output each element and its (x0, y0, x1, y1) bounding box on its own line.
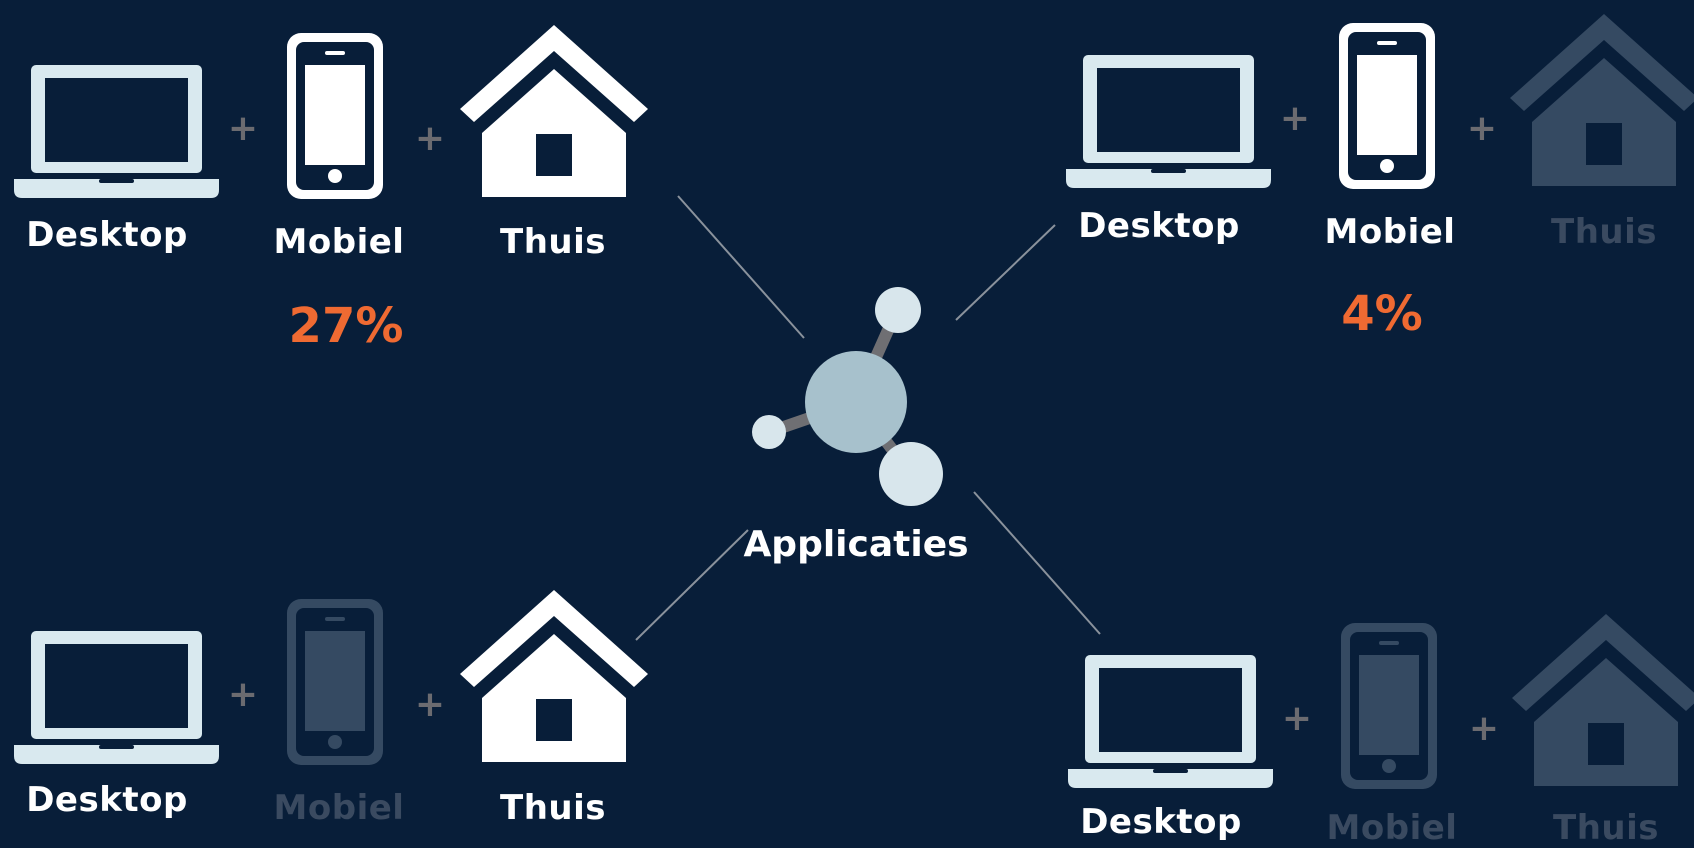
label-mobiel: Mobiel (1324, 212, 1456, 252)
plus-icon: + (228, 108, 258, 149)
laptop-icon (14, 631, 219, 764)
plus-icon: + (1467, 108, 1497, 149)
label-desktop: Desktop (1080, 802, 1242, 842)
plus-icon: + (1280, 98, 1310, 139)
label-mobiel: Mobiel (273, 222, 405, 262)
phone-icon (287, 599, 383, 765)
label-desktop: Desktop (26, 215, 188, 255)
label-desktop: Desktop (26, 780, 188, 820)
molecule-icon (752, 287, 943, 506)
group-top-right: + + (1066, 14, 1694, 189)
percentage-value: 27% (288, 298, 404, 354)
phone-icon (1339, 23, 1435, 189)
label-mobiel: Mobiel (273, 788, 405, 828)
group-bottom-left: + + (14, 590, 648, 765)
house-icon (1510, 14, 1694, 186)
plus-icon: + (1282, 698, 1312, 739)
plus-icon: + (415, 684, 445, 725)
plus-icon: + (415, 118, 445, 159)
phone-icon (1341, 623, 1437, 789)
connector-top-right (955, 224, 1056, 321)
connector-bottom-left (635, 529, 749, 641)
percentage-value: 4% (1341, 286, 1423, 342)
label-desktop: Desktop (1078, 206, 1240, 246)
connector-top-left (677, 195, 805, 339)
label-thuis: Thuis (1551, 212, 1657, 252)
laptop-icon (1066, 55, 1271, 188)
house-icon (460, 25, 648, 197)
connector-lines (635, 195, 1101, 641)
plus-icon: + (1469, 708, 1499, 749)
laptop-icon (14, 65, 219, 198)
phone-icon (287, 33, 383, 199)
house-icon (460, 590, 648, 762)
house-icon (1512, 614, 1694, 786)
label-thuis: Thuis (500, 222, 606, 262)
label-thuis: Thuis (1553, 808, 1659, 848)
laptop-icon (1068, 655, 1273, 788)
plus-icon: + (228, 674, 258, 715)
label-thuis: Thuis (500, 788, 606, 828)
applicaties-label: Applicaties (743, 524, 969, 565)
group-bottom-right: + + (1068, 614, 1694, 789)
group-top-left: + + (14, 25, 648, 199)
connector-bottom-right (973, 491, 1101, 635)
label-mobiel: Mobiel (1326, 808, 1458, 848)
